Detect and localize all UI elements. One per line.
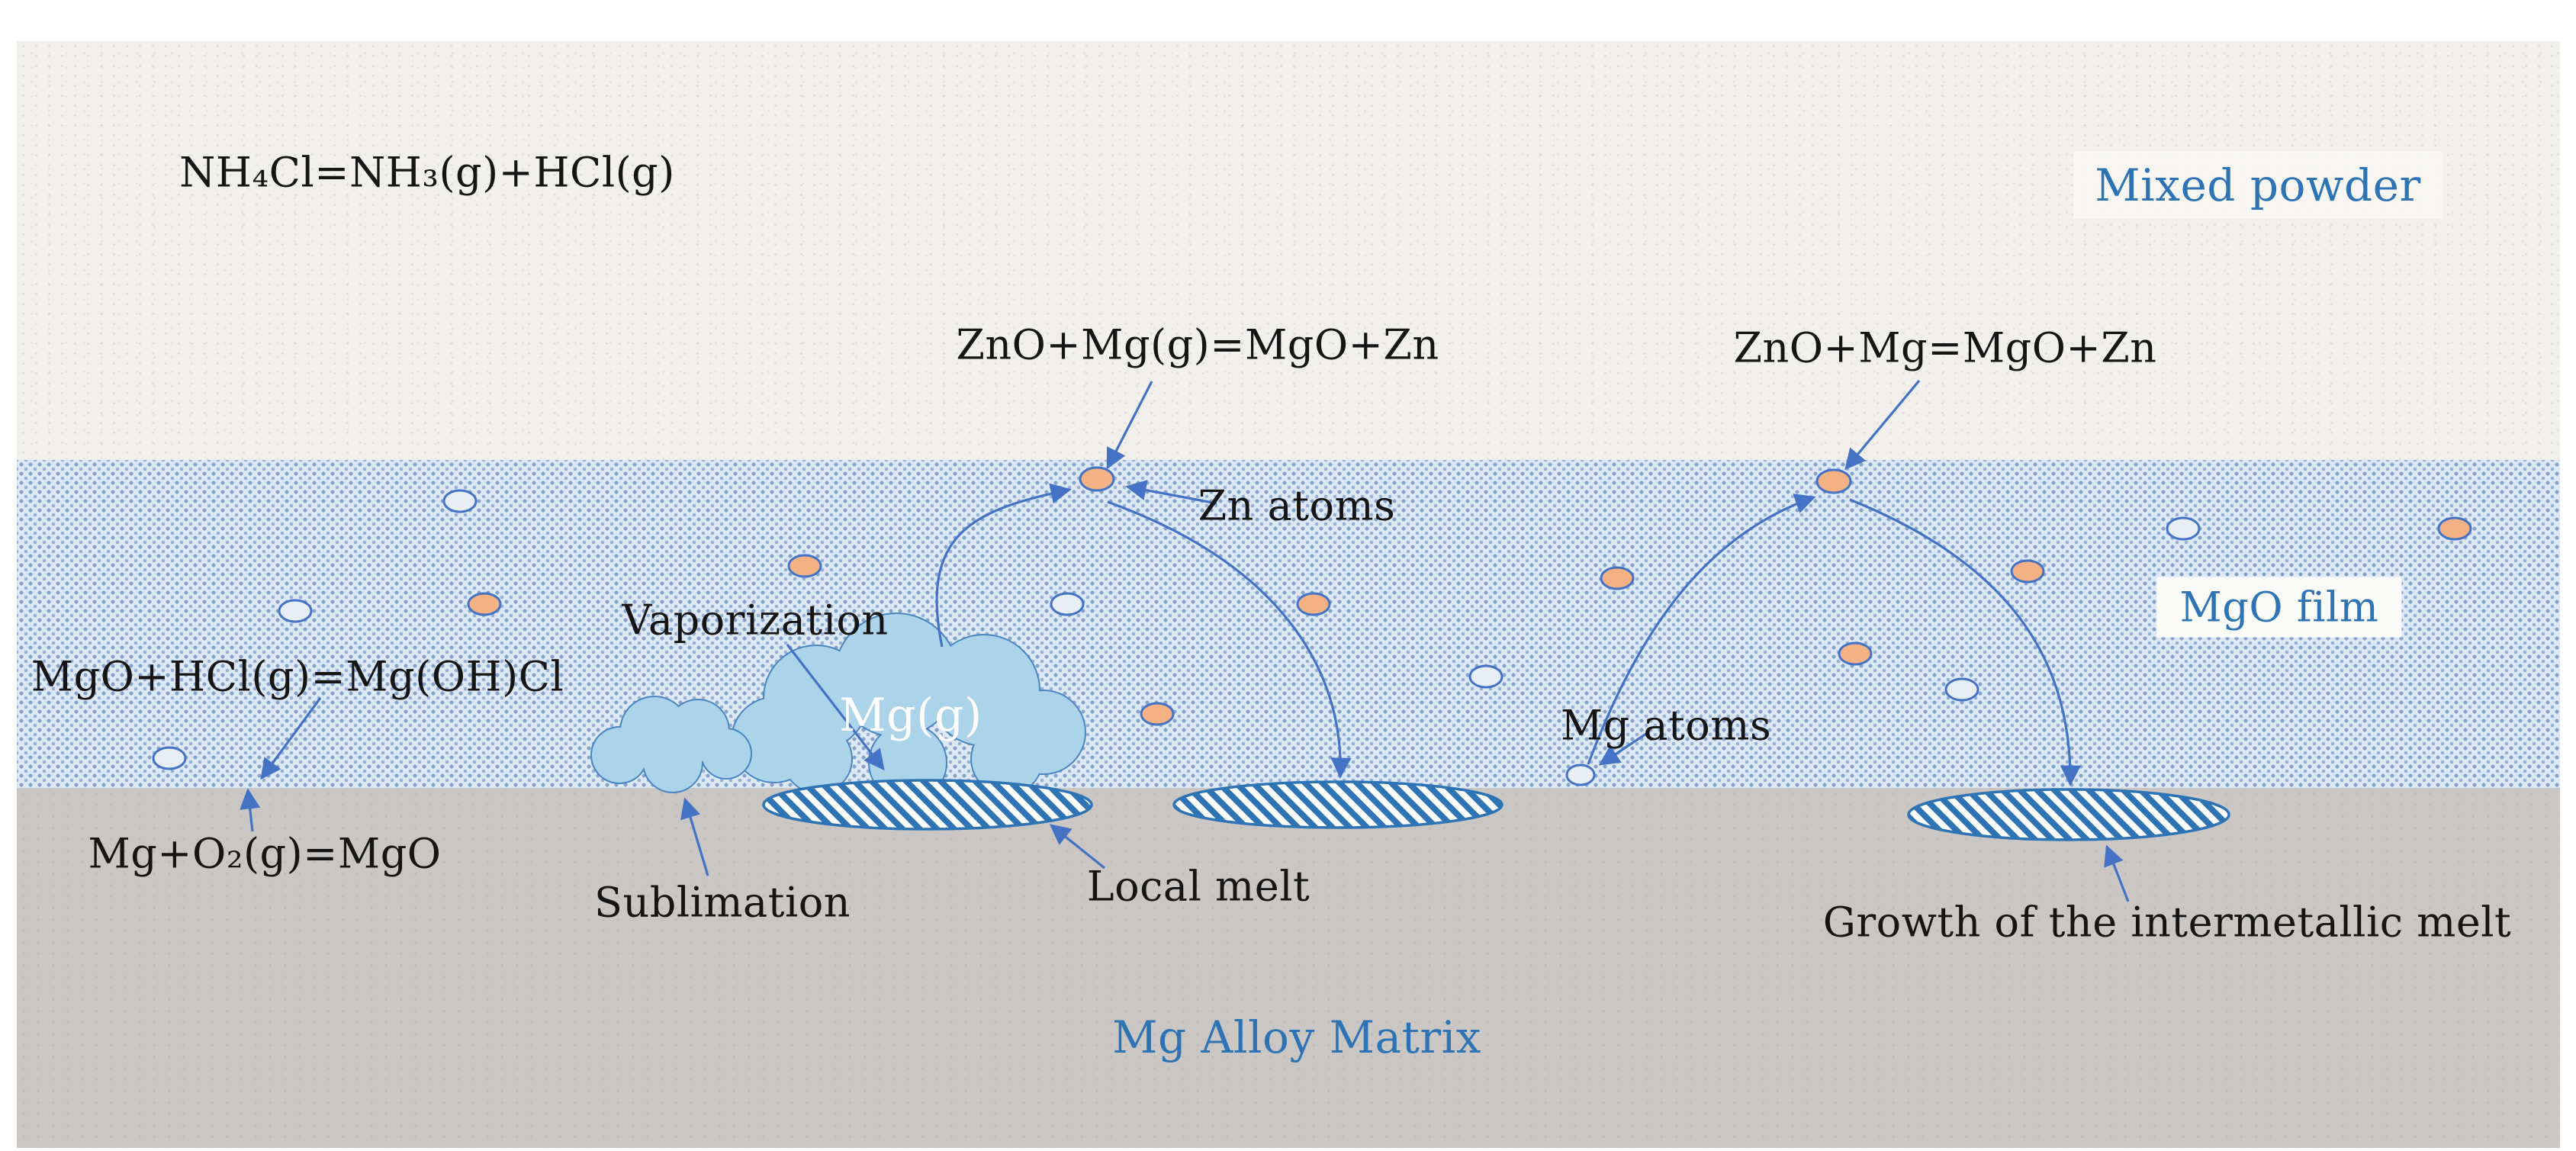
annotation-vaporization: Vaporization	[622, 596, 889, 645]
arrows-group	[240, 379, 2130, 902]
zn-atom	[2010, 559, 2045, 584]
zn-atom	[2437, 516, 2472, 541]
mg-atom	[1944, 677, 1979, 702]
zn-atoms-group	[467, 466, 2472, 726]
annotation-growth: Growth of the intermetallic melt	[1822, 898, 2512, 947]
arrow-local-melt-label	[1049, 824, 1105, 870]
arrow-mg-atoms-label	[1598, 732, 1647, 766]
mg-atom	[278, 599, 313, 623]
zn-atom	[1600, 566, 1635, 590]
mg-alloy-matrix-region	[17, 788, 2560, 1148]
mixed-powder-region	[17, 41, 2560, 460]
region-label-mgo-film: MgO film	[2156, 577, 2402, 638]
reaction-nh4cl: NH₄Cl=NH₃(g)+HCl(g)	[179, 148, 675, 197]
annotation-mg-atoms: Mg atoms	[1560, 701, 1772, 750]
sublimation-cloud	[590, 696, 752, 793]
reaction-mgo-hcl: MgO+HCl(g)=Mg(OH)Cl	[31, 652, 564, 701]
local-melt-ellipse-left	[762, 779, 1093, 831]
mg-atom	[1468, 664, 1503, 689]
arrow-growth-label	[2104, 844, 2130, 902]
arrow-zn-atoms-label	[1125, 480, 1217, 505]
zn-atom	[1838, 641, 1873, 666]
mg-atoms-group	[152, 489, 2201, 786]
arrow-cloud-to-zn-atom	[935, 483, 1072, 648]
arrow-vaporization	[786, 644, 885, 771]
arrow-reaction-to-zn-atom-right	[1844, 379, 1921, 471]
mg-atom	[442, 489, 478, 513]
annotation-mg-gas: Mg(g)	[839, 689, 982, 742]
arrow-mgo2-to-interface	[240, 788, 261, 832]
zn-atom-reaction-left	[1079, 466, 1115, 492]
zn-atom	[1140, 702, 1175, 726]
arrow-mgohcl-to-interface	[260, 697, 322, 780]
annotation-zn-atoms: Zn atoms	[1198, 481, 1396, 530]
reaction-zno-mg-gas: ZnO+Mg(g)=MgO+Zn	[956, 320, 1439, 369]
mgo-film-region	[17, 460, 2560, 788]
zn-atom	[787, 554, 822, 578]
arrow-sublimation	[680, 797, 709, 876]
zn-atom	[467, 592, 502, 616]
mg-atom-diffusing	[1565, 764, 1596, 786]
zn-atom	[1296, 592, 1331, 616]
annotation-sublimation: Sublimation	[593, 878, 851, 927]
arrow-zn-to-local-melt	[1107, 500, 1352, 779]
local-melt-ellipse-center	[1172, 780, 1503, 829]
mg-atom	[152, 746, 187, 770]
mg-atom	[2166, 516, 2201, 541]
annotation-local-melt: Local melt	[1086, 862, 1311, 911]
arrow-reaction-to-zn-atom-left	[1106, 381, 1153, 470]
arrow-zn-to-intermetallic-melt	[1849, 498, 2081, 786]
zn-atom-reaction-right	[1815, 468, 1852, 494]
region-label-mixed-powder: Mixed powder	[2073, 152, 2443, 219]
reaction-mg-o2: Mg+O₂(g)=MgO	[88, 829, 442, 878]
arrow-mg-atom-to-reaction	[1587, 494, 1816, 765]
mg-atom	[1050, 592, 1085, 616]
reaction-zno-mg: ZnO+Mg=MgO+Zn	[1733, 323, 2157, 372]
region-label-mg-alloy-matrix: Mg Alloy Matrix	[1112, 1011, 1481, 1063]
intermetallic-melt-ellipse	[1907, 788, 2230, 841]
